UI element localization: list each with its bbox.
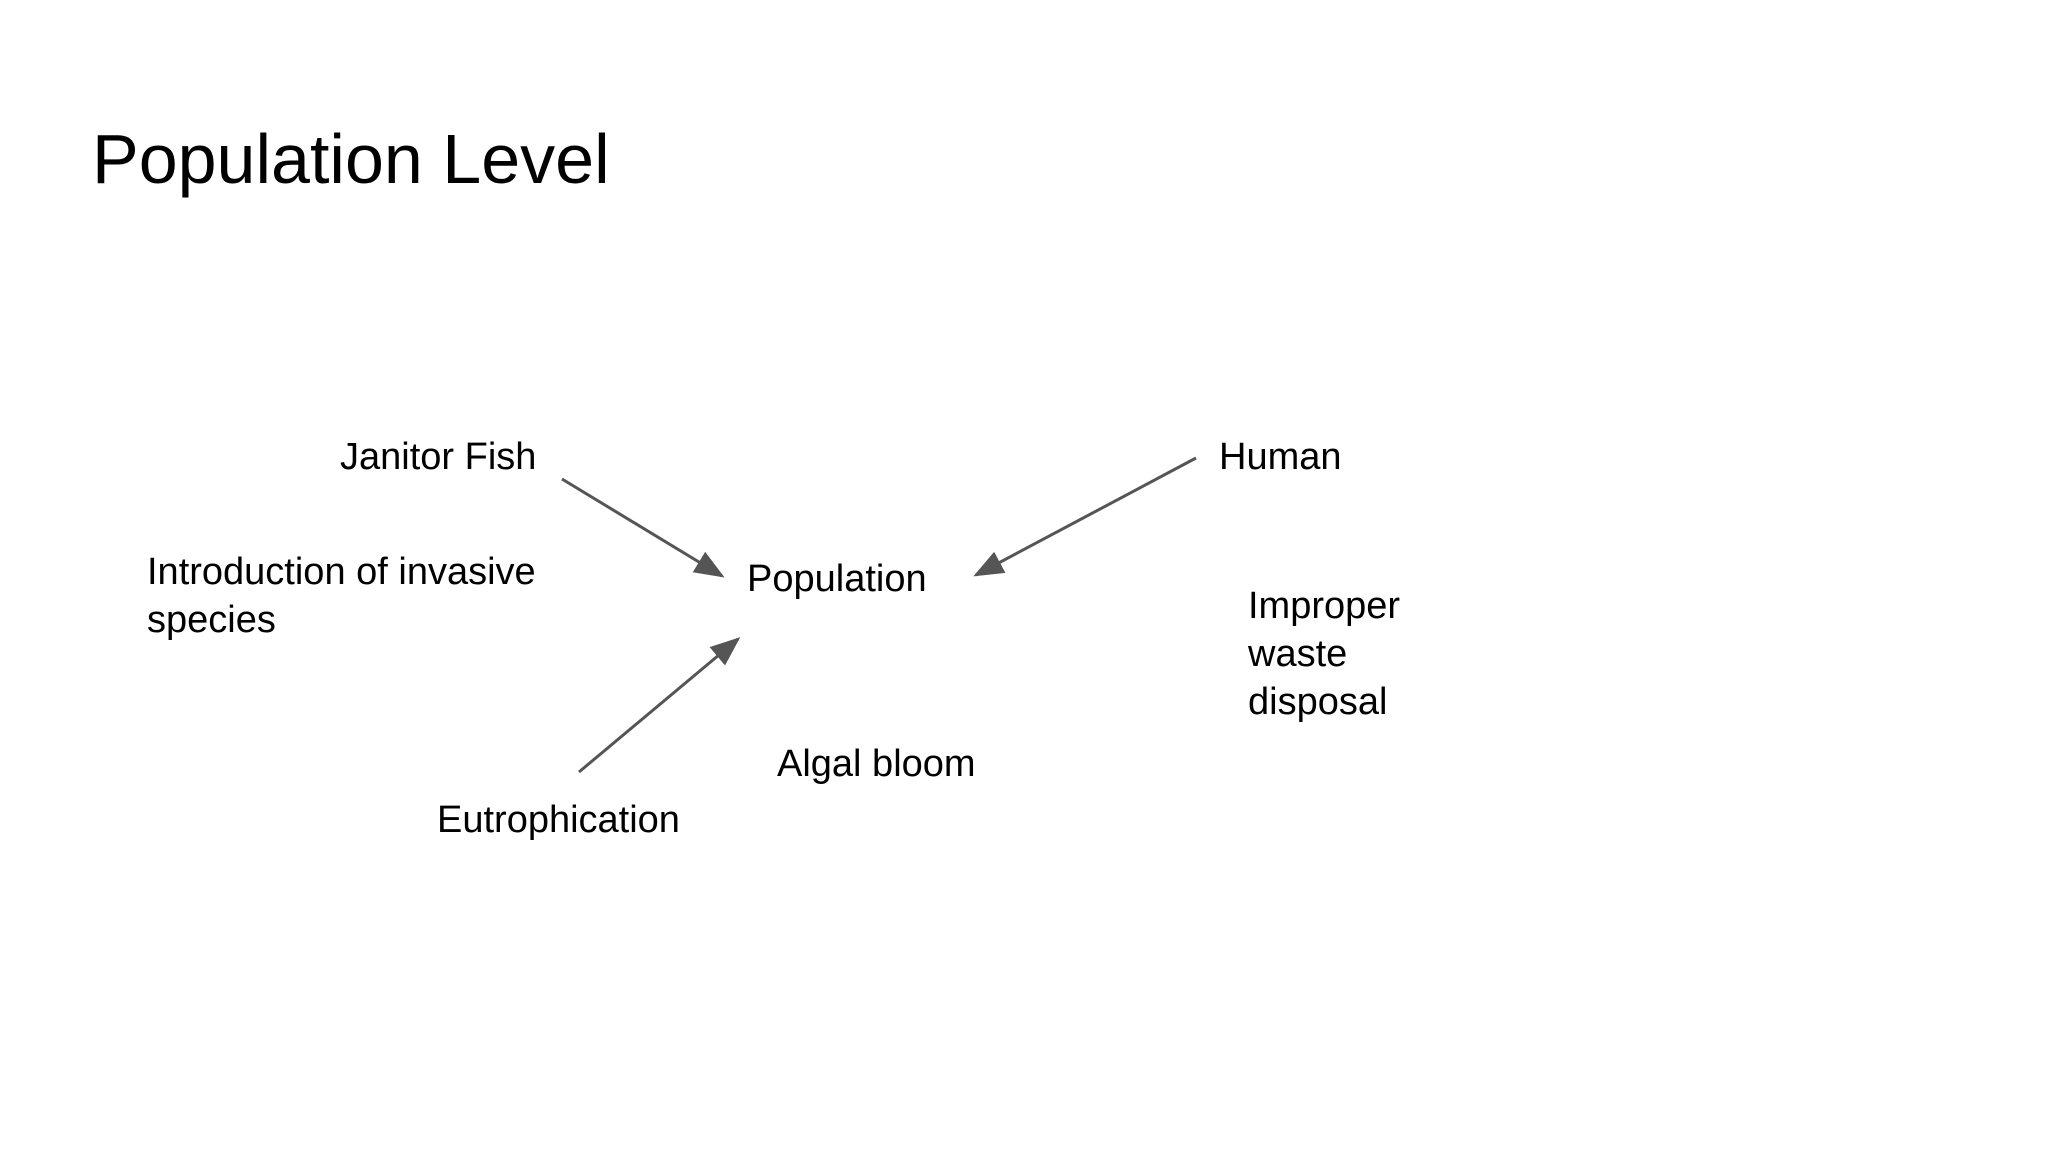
note-line: species (147, 599, 276, 641)
note-line: Improper (1248, 585, 1401, 627)
node-eutrophication: Eutrophication (437, 799, 680, 841)
note-line: disposal (1248, 681, 1388, 723)
note-introduction-of-invasive-species: Introduction of invasive species (147, 548, 536, 644)
arrow-eutrophication-to-population (578, 637, 741, 774)
note-line: waste (1248, 633, 1348, 675)
note-improper-waste-disposal: Improper waste disposal (1248, 582, 1400, 726)
note-algal-bloom: Algal bloom (777, 743, 976, 785)
note-line: Introduction of invasive (147, 551, 536, 593)
node-human: Human (1219, 436, 1342, 478)
arrow-human-to-population (973, 456, 1197, 577)
node-population: Population (747, 558, 927, 600)
node-janitor-fish: Janitor Fish (340, 436, 537, 478)
slide-title: Population Level (92, 120, 610, 198)
arrow-janitor-fish-to-population (561, 477, 725, 578)
